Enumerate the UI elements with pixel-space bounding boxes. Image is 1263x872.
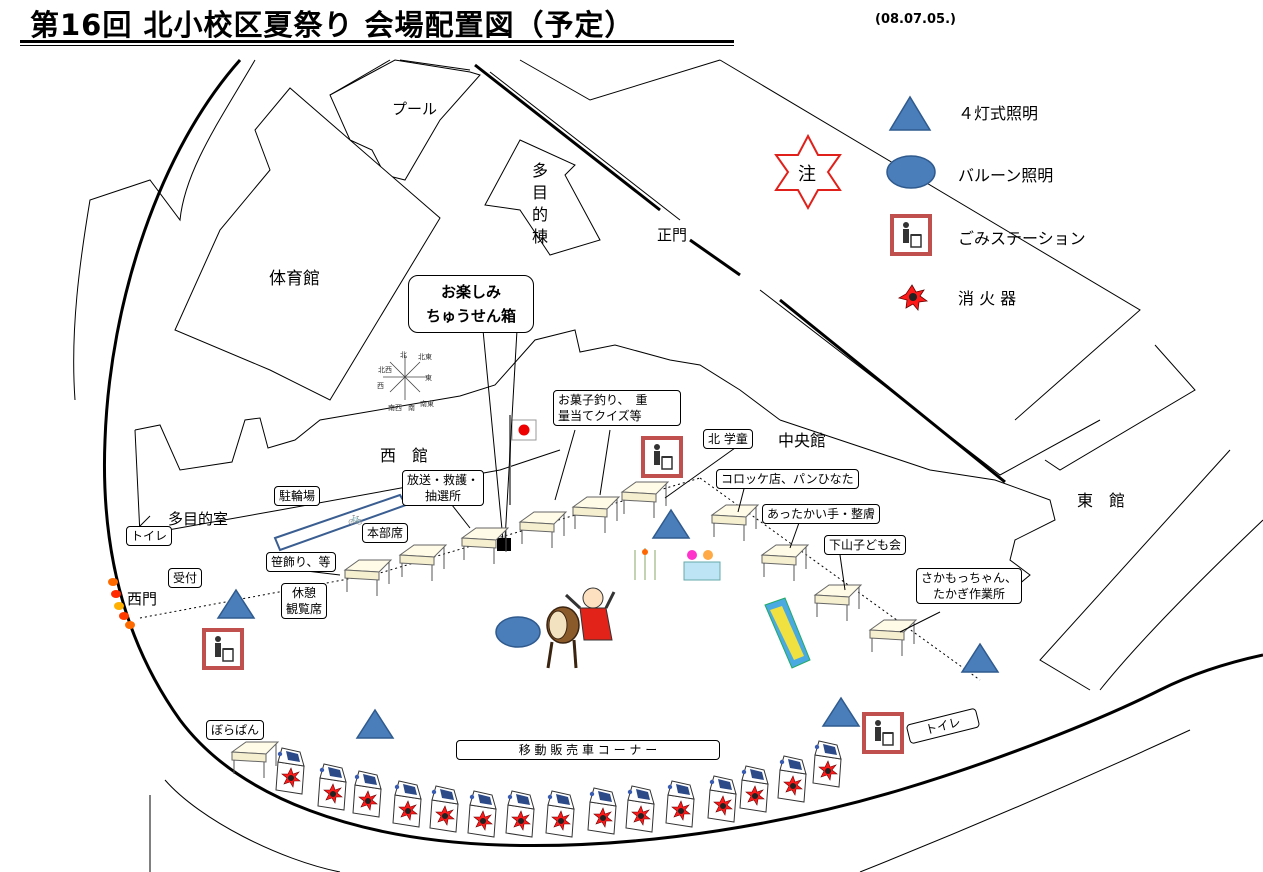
- legend-symbols: [774, 95, 936, 311]
- west-gate-label: 西門: [127, 590, 158, 608]
- flag-pole: [509, 415, 537, 505]
- kids-area: [634, 548, 721, 581]
- compass-nw: 北西: [378, 366, 392, 374]
- sakamocchan-label: さかもっちゃん、 たかぎ作業所: [916, 568, 1023, 604]
- compass-n: 北: [400, 351, 407, 359]
- croquette-shop-label: コロッケ店、パンひなた: [716, 469, 859, 489]
- candy-fishing-label: お菓子釣り、 重 量当てクイズ等: [553, 390, 681, 426]
- compass-se: 南東: [420, 399, 434, 408]
- shimoyama-kids-label: 下山子ども会: [824, 535, 907, 555]
- taiko-drummer: [546, 587, 616, 669]
- lottery-box-marker: [497, 538, 511, 551]
- document-date: (08.07.05.): [875, 12, 956, 27]
- compass-w: 西: [377, 382, 384, 390]
- compass-e: 東: [425, 373, 432, 382]
- building-multi-purpose: [484, 139, 601, 256]
- title-underline-thin: [20, 45, 734, 46]
- lottery-box-label: お楽しみ ちゅうせん箱: [408, 275, 534, 333]
- banner: [764, 597, 811, 669]
- mobile-sales-label: 移 動 販 売 車 コ ー ナ ー: [456, 740, 720, 760]
- buildings: [134, 59, 1056, 601]
- decoration-label: 笹飾り、等: [266, 552, 336, 572]
- compass-s: 南: [408, 403, 415, 412]
- legend-extinguisher-label: 消 火 器: [958, 289, 1017, 308]
- legend-lighting-label: ４灯式照明: [958, 104, 1039, 123]
- rest-seat-label: 休憩 観覧席: [281, 583, 328, 619]
- compass-sw: 南西: [388, 403, 402, 412]
- main-gate-label: 正門: [657, 226, 688, 244]
- lanterns: [108, 578, 135, 629]
- warm-hands-label: あったかい手・整膚: [762, 504, 881, 524]
- central-building-label: 中央館: [778, 431, 827, 450]
- caution-mark-label: 注: [798, 164, 816, 185]
- page-title: 第16回 北小校区夏祭り 会場配置図（予定）: [30, 8, 635, 42]
- multi-room-label: 多目的室: [168, 510, 229, 528]
- compass-ne: 北東: [418, 352, 432, 361]
- borapan-label: ぼらぱん: [206, 720, 265, 740]
- svg-text:🚲: 🚲: [348, 511, 363, 525]
- balloon-light: [495, 616, 541, 648]
- legend-balloon-label: バルーン照明: [958, 166, 1054, 185]
- site-boundary: [73, 59, 1263, 872]
- building-gym: [174, 87, 441, 401]
- east-building-label: 東 館: [1077, 491, 1126, 510]
- bicycle-parking-label: 駐輪場: [274, 486, 321, 506]
- multi-building-label: 多目 的棟: [531, 161, 548, 246]
- compass-rose: 北 北東 北西 西 東 南西 南 南東: [377, 351, 434, 412]
- building-west: [134, 329, 781, 536]
- reception-label: 受付: [168, 568, 203, 588]
- west-building-label: 西 館: [380, 446, 429, 465]
- pool-label: プール: [392, 100, 438, 118]
- hq-seat-label: 本部席: [362, 523, 409, 543]
- title-underline: [20, 40, 734, 43]
- gym-label: 体育館: [269, 269, 320, 289]
- building-pool: [329, 59, 481, 181]
- legend-garbage-label: ごみステーション: [958, 229, 1086, 248]
- toilet-west-label: トイレ: [126, 526, 173, 546]
- kita-gakudo-label: 北 学童: [703, 429, 753, 449]
- broadcast-aid-lottery-label: 放送・救護・ 抽選所: [402, 470, 485, 506]
